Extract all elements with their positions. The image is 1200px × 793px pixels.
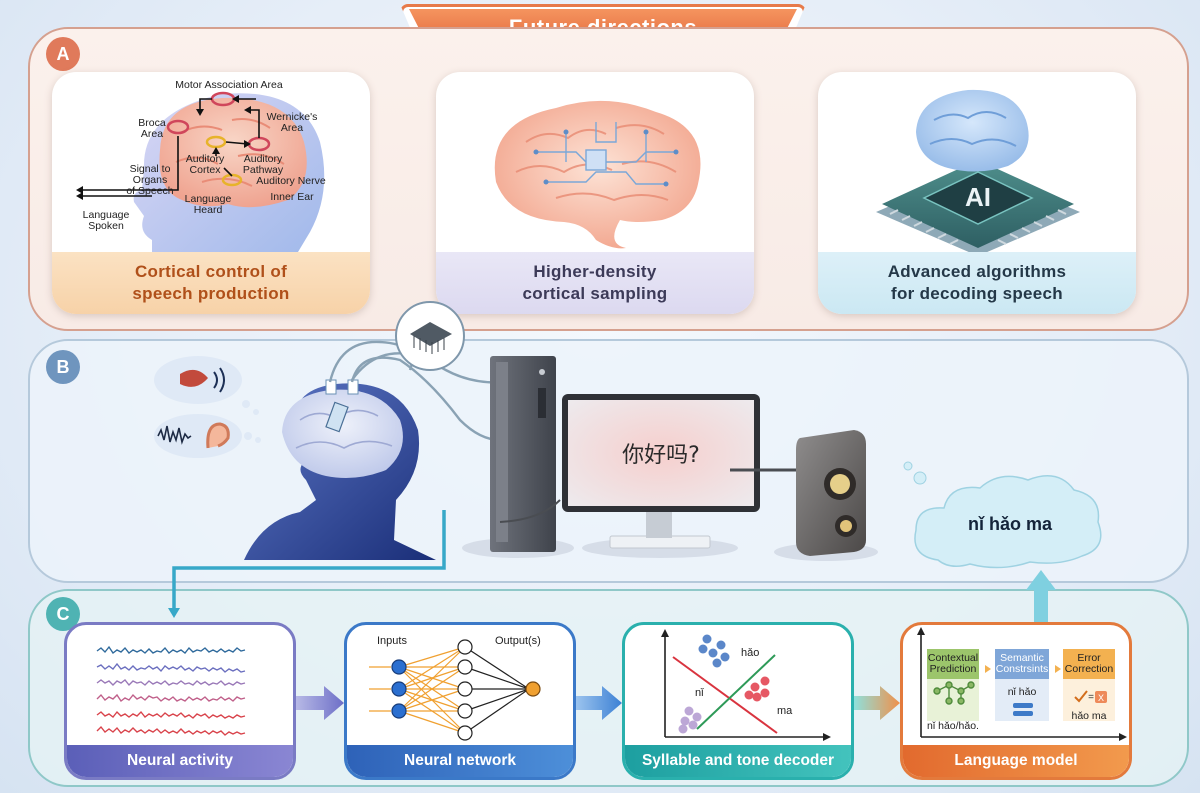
svg-text:X: X: [1098, 693, 1104, 703]
syllable-scatter-plot-icon: [661, 629, 831, 741]
label-signal-organs: Signal to Organs of Speech: [126, 163, 174, 197]
caption-line1: Cortical control of: [134, 262, 288, 281]
card-higher-density: Higher-density cortical sampling: [436, 72, 754, 314]
caption-line2: speech production: [132, 284, 290, 303]
card-caption: Syllable and tone decoder: [625, 745, 851, 777]
contextual-prediction-value: nǐ hǎo/hǎo.: [927, 720, 979, 732]
card-caption: Neural activity: [67, 745, 293, 777]
caption-line2: for decoding speech: [891, 284, 1063, 303]
speaking-cloud-icon: [154, 356, 259, 415]
language-model-diagram-icon: X =: [917, 627, 1127, 741]
card-advanced-algorithms: AI Advanced algorithms for decoding speec…: [818, 72, 1136, 314]
card-cortical-control: Motor Association Area Broca Area Wernic…: [52, 72, 370, 314]
inputs-label: Inputs: [377, 635, 407, 647]
semantic-constraints-value: nǐ hǎo: [1007, 686, 1037, 698]
panel-a-badge: A: [46, 37, 80, 71]
card-caption: Higher-density cortical sampling: [436, 252, 754, 314]
circuit-brain-icon: [494, 100, 701, 249]
caption-line2: cortical sampling: [522, 284, 668, 303]
card-syllable-tone-decoder: hǎo nǐ ma Syllable and tone decoder: [622, 622, 854, 780]
contextual-prediction-label: Contextual Prediction: [927, 652, 979, 675]
hearing-cloud-icon: [154, 414, 261, 458]
decoder-label-ni: nǐ: [695, 687, 704, 699]
label-language-spoken: Language Spoken: [82, 209, 130, 232]
card-neural-activity: Neural activity: [64, 622, 296, 780]
label-motor-area: Motor Association Area: [175, 79, 283, 91]
output-cloud-text: nǐ hǎo ma: [967, 514, 1052, 534]
label-broca-area: Broca Area: [138, 117, 166, 140]
label-wernicke-area: Wernicke's Area: [266, 111, 318, 134]
card-caption: Neural network: [347, 745, 573, 777]
output-cloud-icon: [903, 461, 1102, 569]
card-caption: Language model: [903, 745, 1129, 777]
svg-text:=: =: [1088, 692, 1094, 703]
label-inner-ear: Inner Ear: [270, 191, 314, 203]
neural-signal-traces-icon: [96, 645, 246, 736]
card-language-model: X = Contextual Prediction Semantic Const…: [900, 622, 1132, 780]
error-correction-label: Error Correction: [1064, 652, 1114, 675]
label-auditory-pathway: Auditory Pathway: [242, 153, 284, 176]
card-caption: Cortical control of speech production: [52, 252, 370, 314]
speech-brain-diagram-icon: [76, 91, 325, 262]
chip-ai-label: AI: [965, 182, 991, 212]
card-neural-network: Inputs Output(s) Neural network: [344, 622, 576, 780]
error-correction-value: hǎo ma: [1071, 710, 1107, 722]
decoder-label-ma: ma: [777, 705, 793, 717]
caption-line1: Advanced algorithms: [887, 262, 1067, 281]
outputs-label: Output(s): [495, 635, 541, 647]
caption-line1: Higher-density: [533, 262, 657, 281]
monitor-screen-text: 你好吗?: [622, 443, 700, 468]
label-auditory-nerve: Auditory Nerve: [256, 175, 326, 187]
ai-chip-icon: AI: [876, 89, 1080, 256]
card-caption: Advanced algorithms for decoding speech: [818, 252, 1136, 314]
label-auditory-cortex: Auditory Cortex: [185, 153, 225, 176]
decoder-label-hao: hǎo: [741, 647, 760, 659]
neural-network-diagram-icon: [369, 639, 541, 741]
semantic-constraints-label: Semantic Constrsints: [995, 652, 1049, 675]
panel-b-badge: B: [46, 350, 80, 384]
label-language-heard: Language Heard: [184, 193, 232, 216]
